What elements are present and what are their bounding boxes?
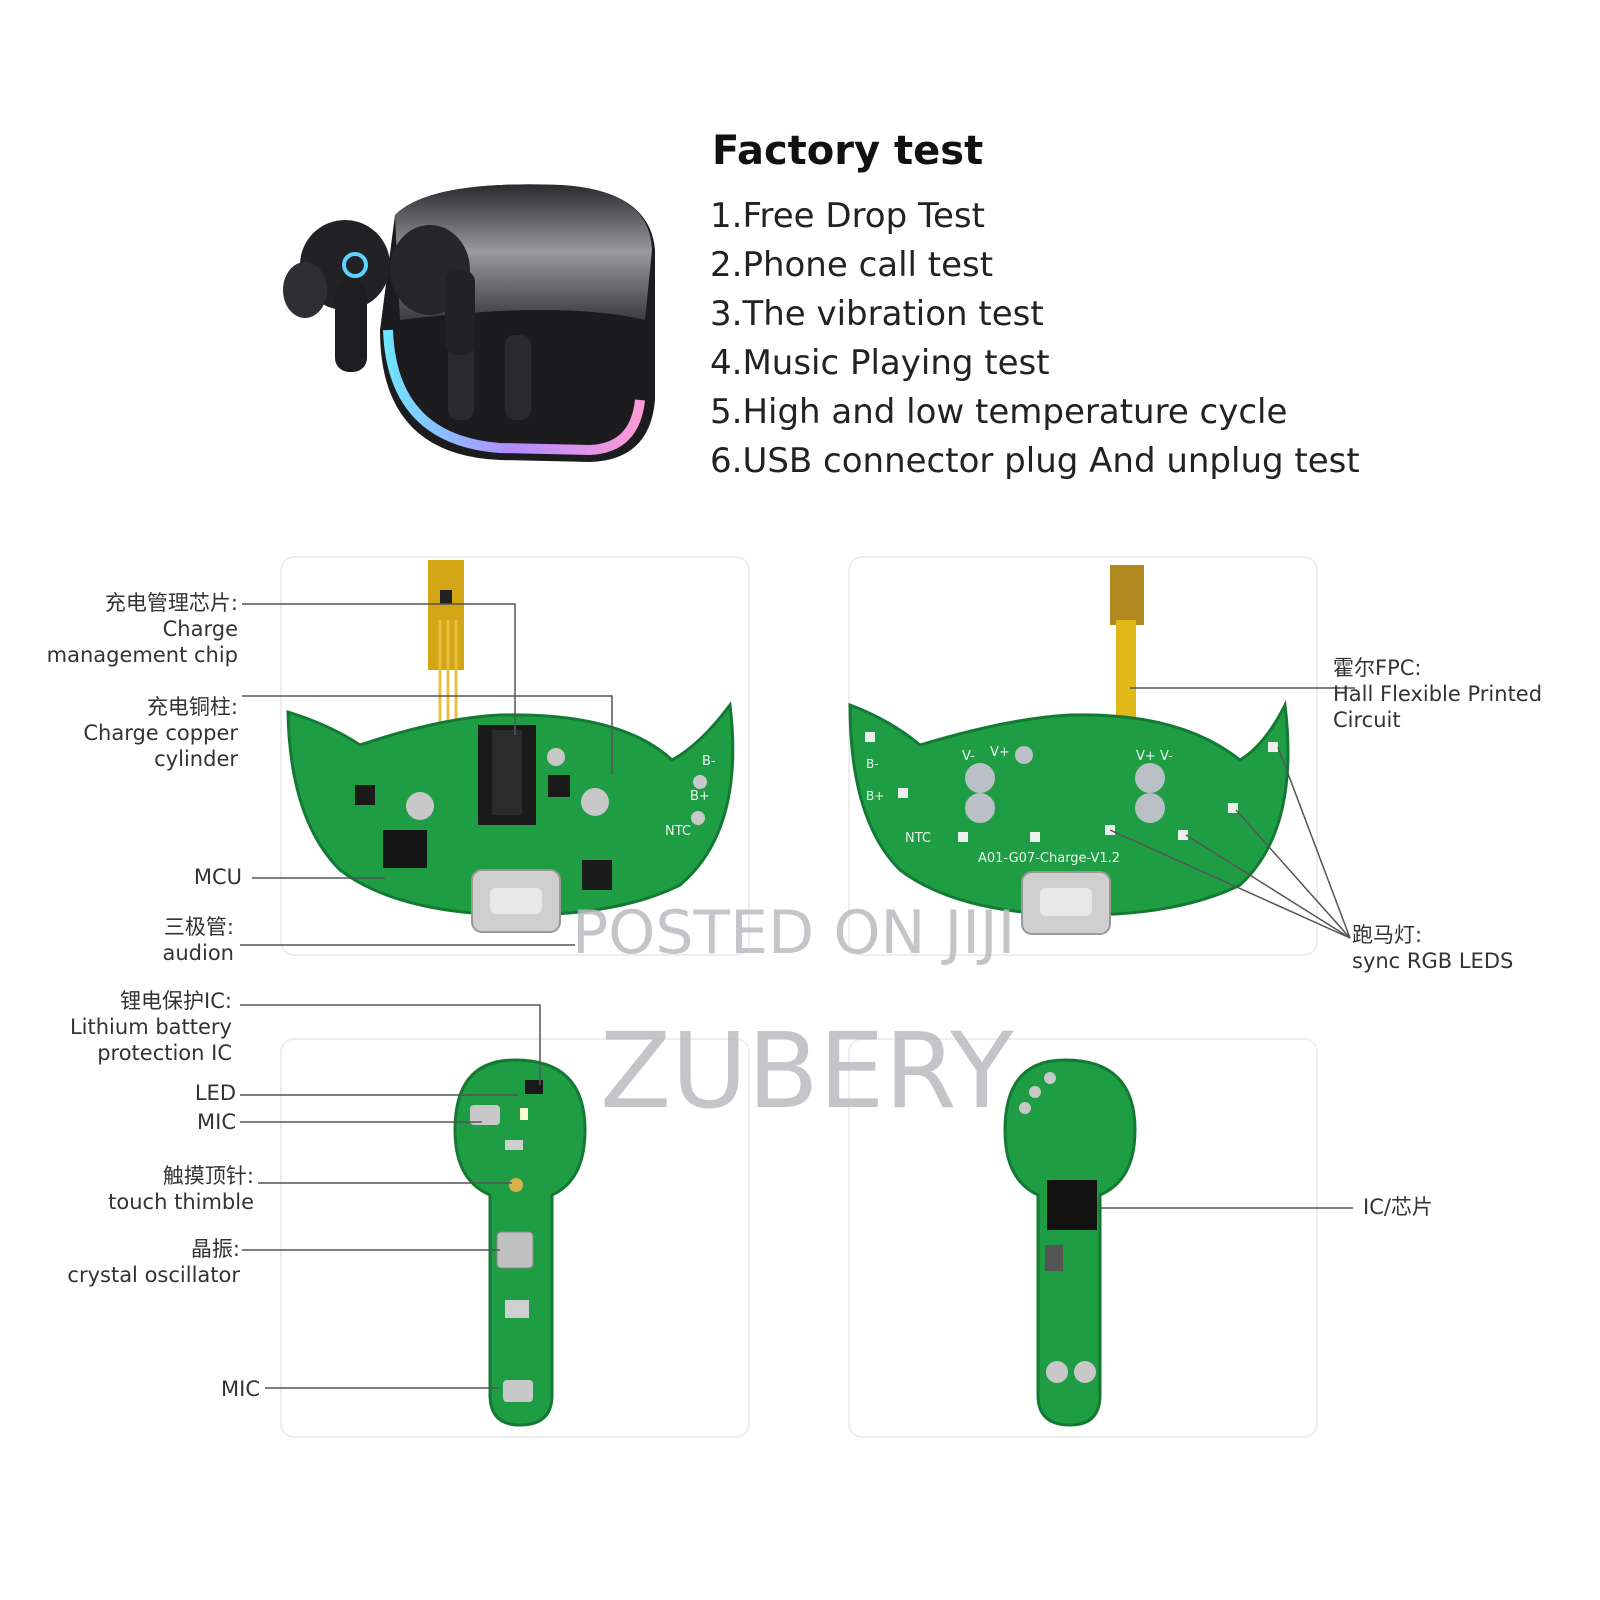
label-mic-bottom: MIC — [221, 1377, 260, 1401]
label-lithium-battery-protection-ic: 锂电保护IC: Lithium battery protection IC — [69, 989, 232, 1065]
charge-board-front: B- B+ NTC — [286, 560, 735, 933]
label-sync-rgb-leds: 跑马灯: sync RGB LEDS — [1352, 923, 1514, 973]
factory-test-list: 1.Free Drop Test 2.Phone call test 3.The… — [710, 192, 1360, 486]
leader-lines — [240, 603, 1355, 1389]
silk-bplus-back: B+ — [866, 789, 884, 803]
silk-version: A01-G07-Charge-V1.2 — [978, 851, 1120, 866]
silk-bplus: B+ — [690, 789, 710, 804]
test-item: 5.High and low temperature cycle — [710, 392, 1288, 432]
label-led: LED — [194, 1081, 236, 1105]
label-audion: 三极管: audion — [162, 915, 234, 965]
label-charge-management-chip: 充电管理芯片: Charge management chip — [46, 591, 238, 667]
silk-bminus: B- — [702, 754, 716, 769]
silk-ntc: NTC — [665, 824, 691, 839]
watermark-posted-on: POSTED ON JIJI — [572, 898, 1016, 968]
factory-test-title: Factory test — [712, 128, 984, 174]
silk-vminus-right: V- — [1160, 749, 1173, 764]
label-touch-thimble: 触摸顶针: touch thimble — [108, 1164, 254, 1214]
test-item: 3.The vibration test — [710, 294, 1044, 334]
watermark-zubery: ZUBERY — [600, 1010, 1014, 1132]
label-hall-fpc: 霍尔FPC: Hall Flexible Printed Circuit — [1333, 656, 1543, 732]
silk-ntc-back: NTC — [905, 831, 931, 846]
label-mcu: MCU — [193, 865, 242, 889]
label-mic-top: MIC — [197, 1110, 236, 1134]
label-crystal-oscillator: 晶振: crystal oscillator — [67, 1237, 240, 1287]
silk-bminus-back: B- — [866, 757, 879, 771]
label-ic: IC/芯片 — [1363, 1195, 1433, 1219]
label-charge-copper-cylinder: 充电铜柱: Charge copper cylinder — [83, 695, 238, 771]
earbud-board-front — [453, 1058, 587, 1427]
test-item: 2.Phone call test — [710, 245, 994, 285]
test-item: 1.Free Drop Test — [710, 196, 985, 236]
test-item: 4.Music Playing test — [710, 343, 1050, 383]
silk-vminus-left: V- — [962, 749, 975, 764]
earbud-board-back — [1003, 1058, 1137, 1427]
case-led-strip — [383, 329, 645, 456]
silk-vplus-right: V+ — [1136, 749, 1156, 764]
silk-vplus-left: V+ — [990, 745, 1010, 760]
test-item: 6.USB connector plug And unplug test — [710, 441, 1360, 481]
charge-board-back: V- V+ V+ V- B- B+ NTC A01-G07-Charge-V1.… — [848, 565, 1290, 935]
